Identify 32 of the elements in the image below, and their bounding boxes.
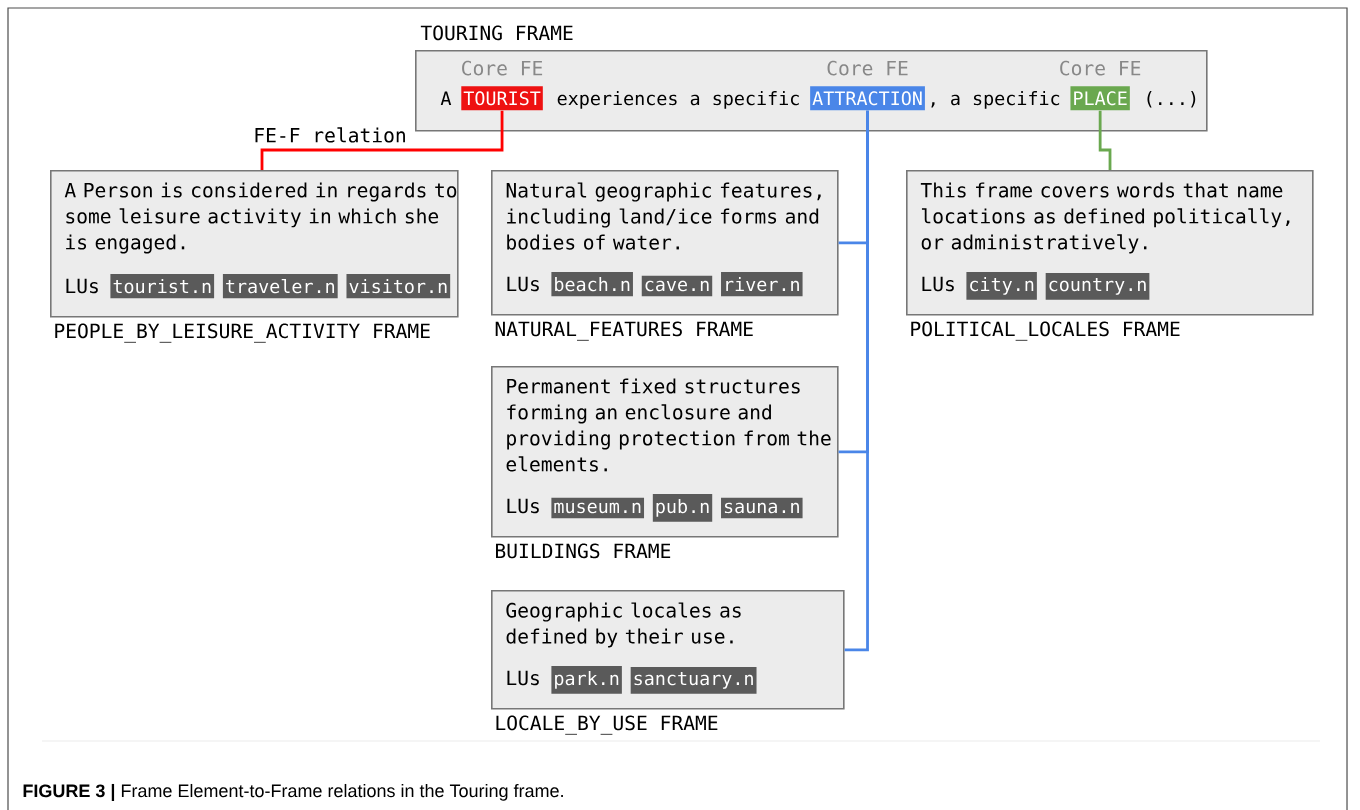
lexical-unit-tag: visitor.n (346, 274, 451, 299)
frame-name: LOCALE_BY_USE FRAME (496, 715, 718, 735)
lexical-unit-tag: tourist.n (110, 274, 215, 299)
lexical-unit-tag: sauna.n (721, 497, 803, 519)
sentence-text: (...) (1147, 91, 1196, 108)
frame-name: POLITICAL_LOCALES FRAME (911, 321, 1180, 341)
lexical-unit-tag: museum.n (551, 497, 645, 519)
lexical-unit-tag: sanctuary.n (630, 667, 757, 694)
connector-line (844, 110, 869, 652)
core-fe-label: Core FE (1060, 60, 1141, 76)
sentence-text: , a specific (931, 91, 1060, 109)
frame-element-tag: TOURIST (461, 86, 543, 111)
lexical-unit-tag: river.n (721, 272, 803, 297)
frame-name: BUILDINGS FRAME (496, 543, 671, 559)
figure-caption: FIGURE 3 | Frame Element-to-Frame relations in the Touring frame. (23, 783, 563, 801)
lexical-unit-tag: city.n (966, 272, 1037, 300)
node-label: TOURING FRAME (420, 25, 573, 41)
frame-element-tag: ATTRACTION (810, 86, 925, 111)
lexical-unit-tag: traveler.n (222, 273, 338, 299)
sentence-text: experiences a specific (557, 91, 799, 109)
lexical-unit-tag: country.n (1045, 273, 1150, 300)
connector-line (1098, 110, 1112, 170)
lexical-unit-tag: pub.n (652, 494, 713, 522)
edge-label: FE-F relation (250, 124, 410, 146)
core-fe-label: Core FE (827, 60, 908, 76)
frame-name: PEOPLE_BY_LEISURE_ACTIVITY FRAME (55, 323, 430, 343)
frame-element-tag: PLACE (1070, 86, 1130, 111)
lexical-unit-tag: park.n (551, 666, 622, 694)
connector-line (260, 110, 504, 170)
frame-name: NATURAL_FEATURES FRAME (495, 321, 753, 341)
core-fe-label: Core FE (462, 60, 543, 76)
lexical-unit-tag: beach.n (551, 272, 633, 297)
